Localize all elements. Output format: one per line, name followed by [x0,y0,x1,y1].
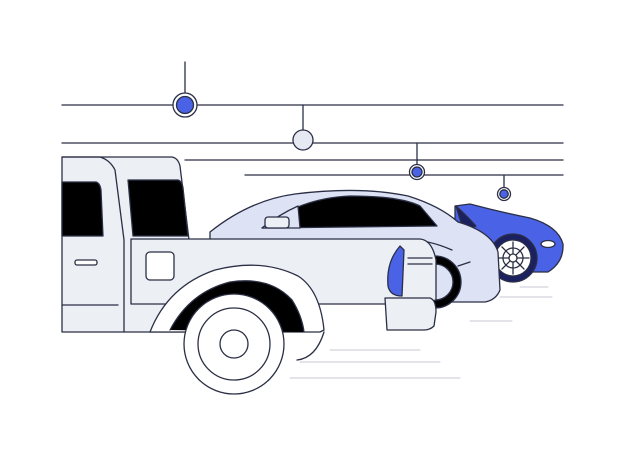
ceiling-rails [61,104,564,176]
ceiling-light-icon [496,174,512,202]
motion-lines [289,286,553,379]
ceiling-light-icon [292,104,314,151]
ceiling-light-icon [172,61,198,118]
pickup-truck-icon [61,156,437,395]
ceiling-light-icon [408,142,426,181]
